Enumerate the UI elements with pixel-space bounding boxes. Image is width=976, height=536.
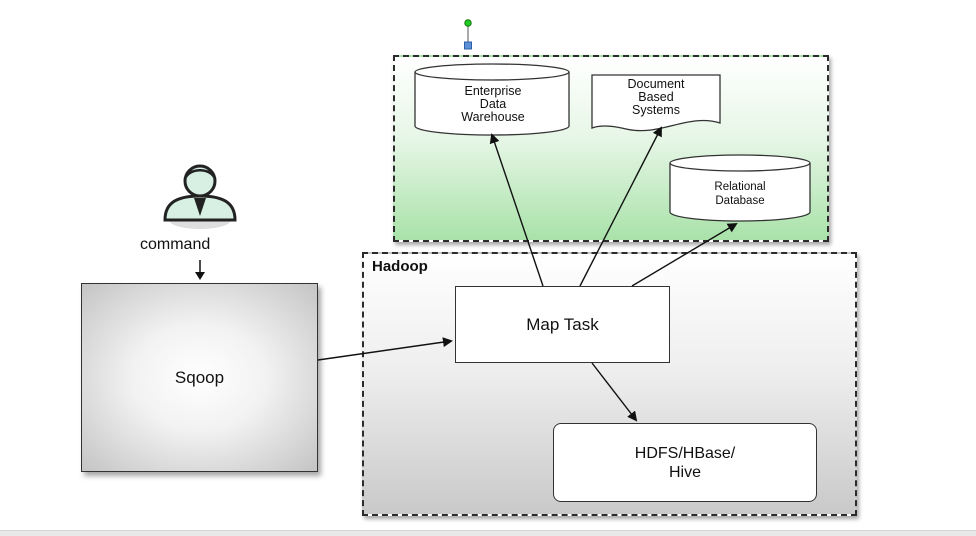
- bottom-divider: [0, 530, 976, 536]
- doc-label-line3: Systems: [632, 102, 680, 117]
- sqoop-box[interactable]: Sqoop: [81, 283, 318, 472]
- edw-label-line1: Enterprise: [464, 83, 522, 98]
- arrow-sqoop-to-map-task: [317, 337, 453, 361]
- arrow-map-task-to-rdb: [631, 222, 738, 287]
- user-icon: [163, 164, 237, 229]
- command-label: command: [140, 236, 211, 253]
- hdfs-label-line1: HDFS/HBase/: [634, 444, 736, 462]
- arrow-map-task-to-hdfs: [591, 362, 638, 422]
- hdfs-label-line2: Hive: [668, 463, 701, 481]
- cylinder-icon: [669, 154, 811, 222]
- rotate-handle-icon[interactable]: [464, 19, 472, 27]
- map-task-label: Map Task: [526, 314, 599, 334]
- arrow-map-task-to-documents: [579, 126, 662, 287]
- selection-handle[interactable]: [460, 18, 476, 52]
- edw-label: Enterprise Data Warehouse: [413, 83, 573, 125]
- rdb-label-line1: Relational: [714, 181, 766, 193]
- hadoop-label: Hadoop: [372, 258, 428, 275]
- arrow-map-task-to-edw: [489, 133, 544, 287]
- edw-label-line2: Data: [479, 96, 507, 111]
- map-task-box[interactable]: Map Task: [455, 286, 670, 363]
- rdb-label-line2: Database: [715, 195, 765, 207]
- document-icon: [591, 74, 721, 132]
- doc-label: Document Based Systems: [595, 77, 717, 117]
- sqoop-label: Sqoop: [174, 367, 225, 387]
- resize-handle-icon[interactable]: [464, 41, 472, 50]
- arrow-icon: [195, 260, 205, 280]
- edw-label-line3: Warehouse: [461, 109, 525, 124]
- rdb-label: Relational Database: [668, 178, 812, 210]
- hdfs-box[interactable]: HDFS/HBase/ Hive: [553, 423, 817, 502]
- doc-label-line2: Based: [638, 89, 674, 104]
- doc-label-line1: Document: [627, 76, 685, 91]
